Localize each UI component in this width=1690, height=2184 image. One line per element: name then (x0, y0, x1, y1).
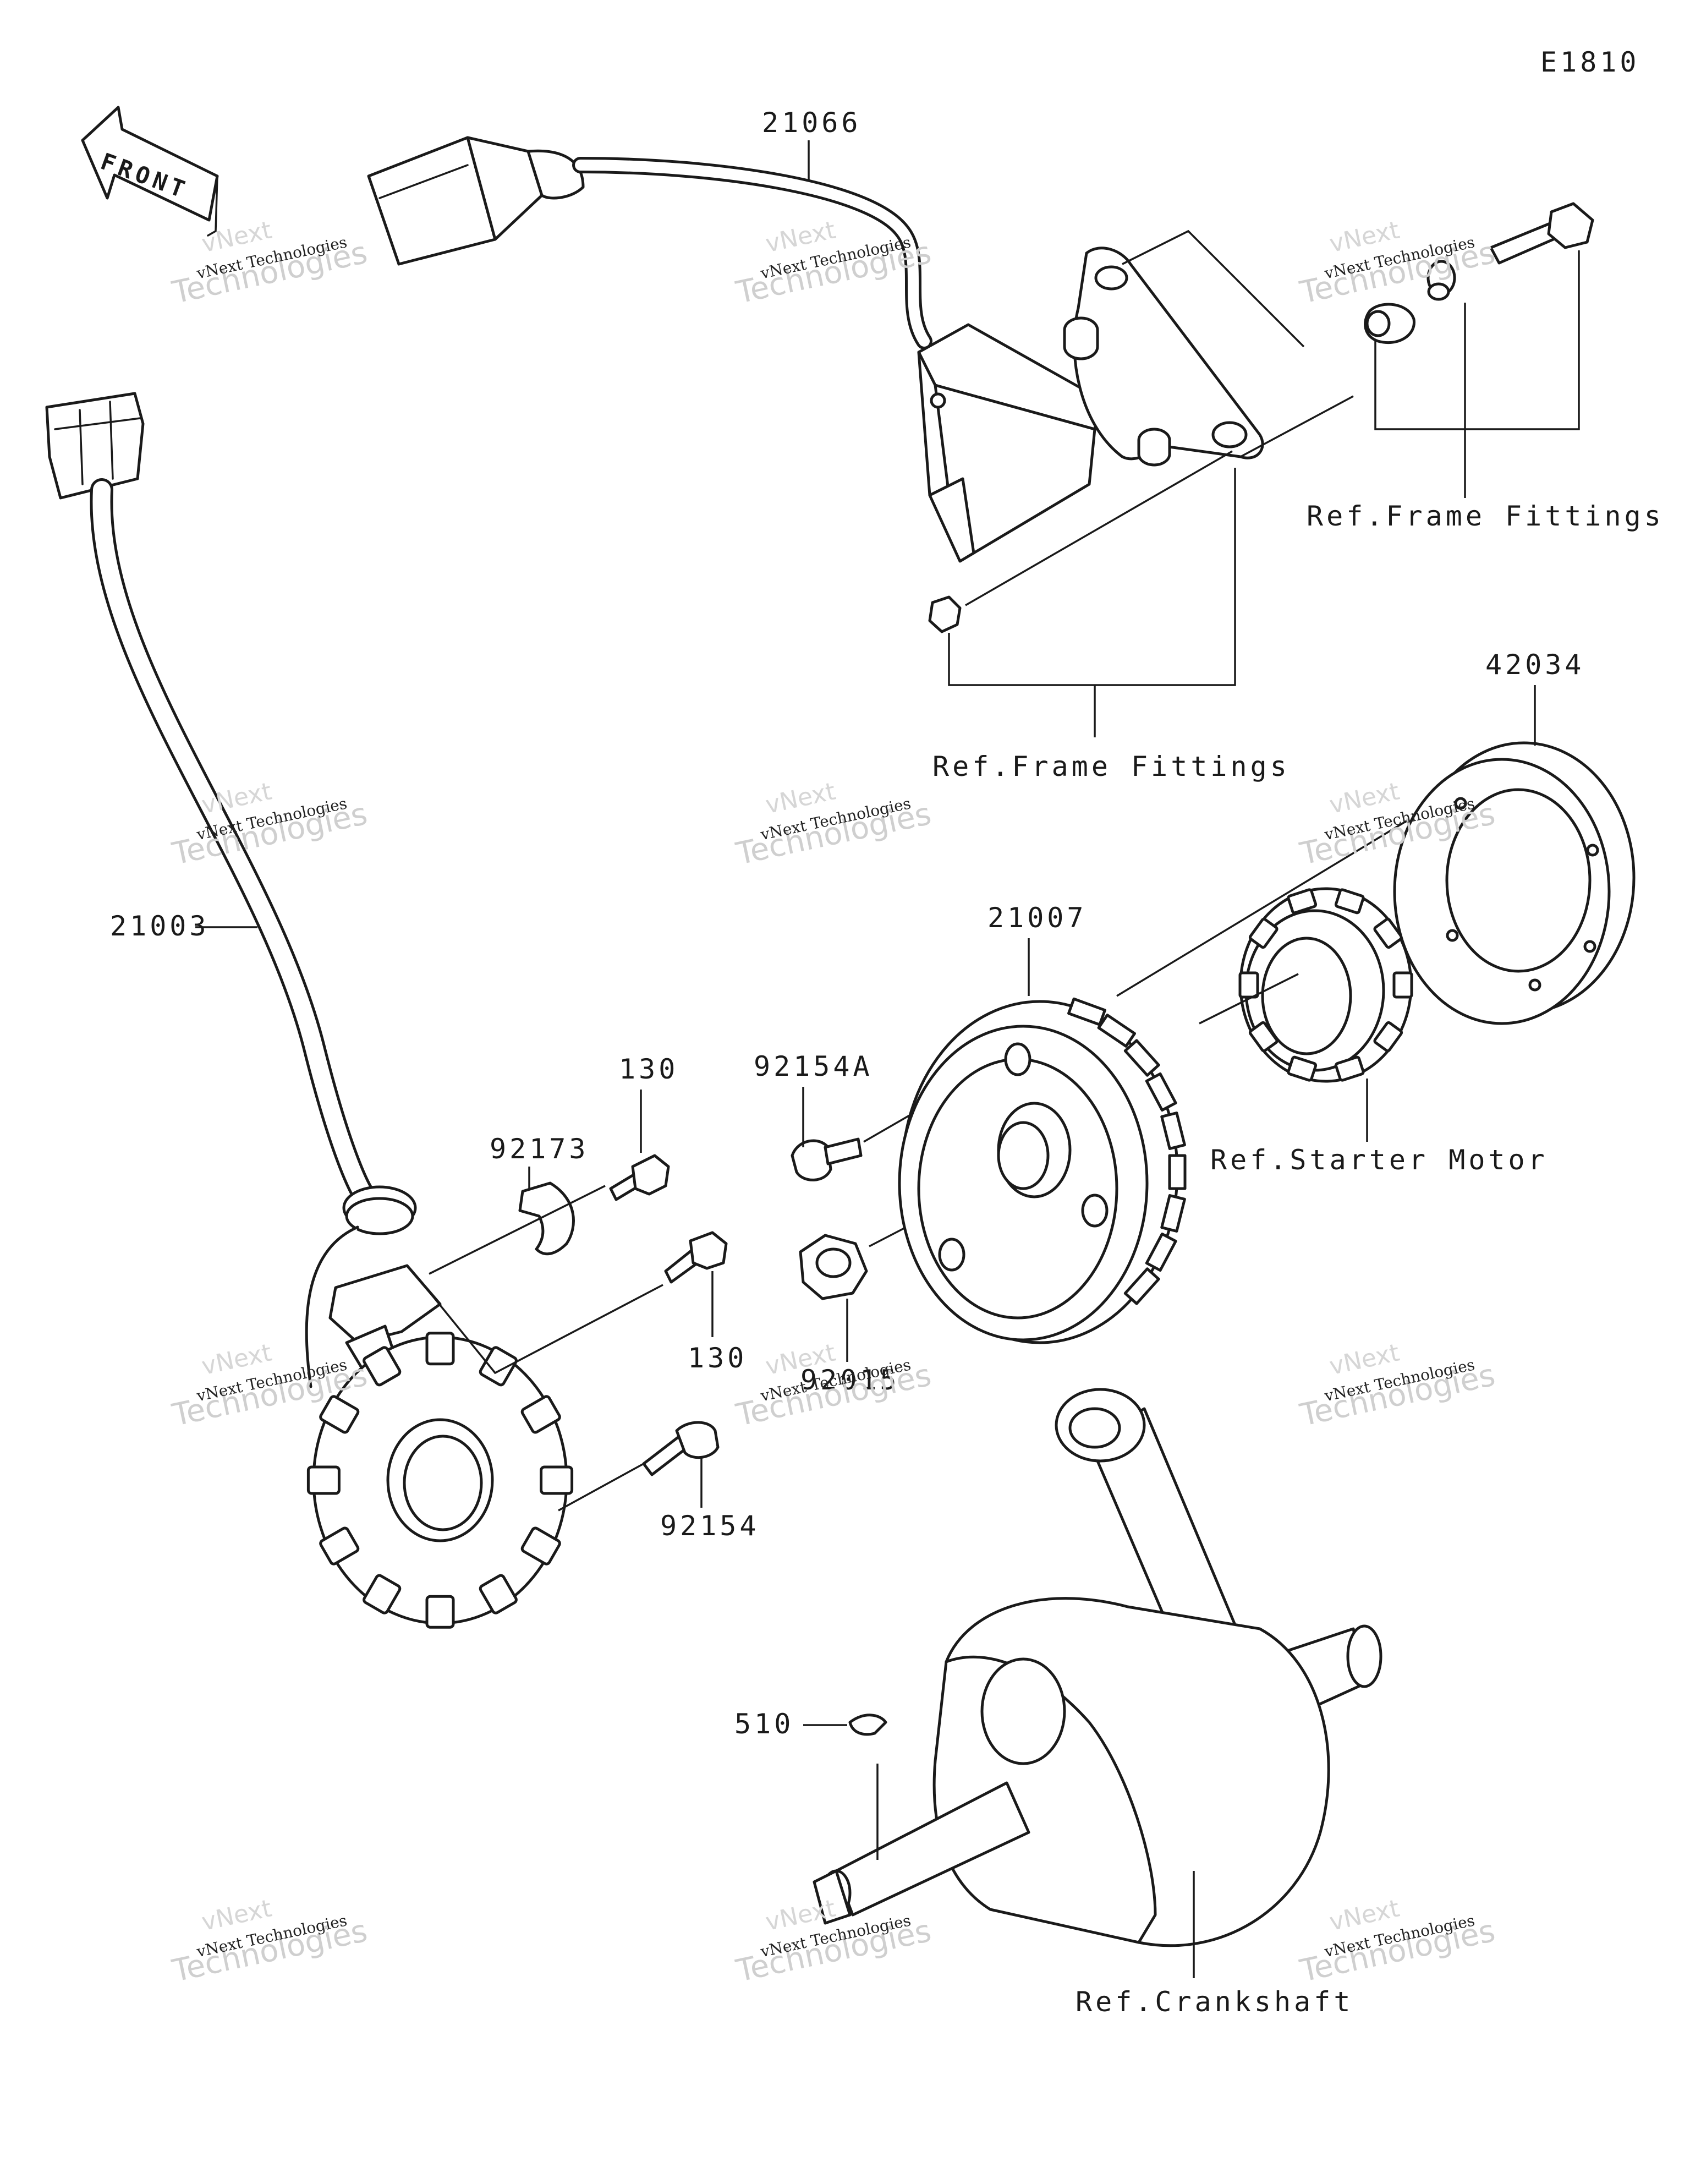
rotor-magnet (1067, 997, 1106, 1026)
clutch-rollers (1238, 888, 1413, 1082)
screw-92154A (791, 1137, 863, 1181)
part-number-130-mid: 130 (688, 1342, 747, 1374)
rotor-magnet (1123, 1267, 1160, 1305)
stator-pole (520, 1395, 561, 1434)
stator-pole (540, 1465, 574, 1495)
stator-pole (425, 1332, 455, 1366)
mounting-bracket (1063, 247, 1264, 467)
stator-pole (319, 1526, 360, 1566)
part-number-92154: 92154 (660, 1510, 760, 1542)
nut-small (928, 595, 962, 633)
bolt-130-top (609, 1154, 670, 1201)
clutch-roller (1334, 888, 1365, 915)
harness-21066 (367, 136, 1102, 563)
woodruff-key-510 (848, 1714, 887, 1736)
clutch-roller (1287, 888, 1318, 915)
part-number-92015: 92015 (800, 1364, 900, 1396)
rotor-magnet (1145, 1232, 1177, 1272)
clamp-92173 (518, 1181, 575, 1256)
stator-pole (363, 1346, 402, 1387)
rotor-magnet (1160, 1194, 1186, 1233)
stator-pole (479, 1346, 518, 1387)
clutch-roller (1373, 1021, 1403, 1053)
part-number-92154A: 92154A (754, 1050, 873, 1082)
rotor-magnets (1067, 997, 1187, 1305)
bolt-92154 (642, 1421, 720, 1476)
plate-42034 (1393, 741, 1636, 1025)
part-number-21003: 21003 (110, 910, 210, 942)
stator-harness-21003 (45, 392, 568, 1625)
rotor-magnet (1145, 1072, 1177, 1112)
stator-pole (306, 1465, 341, 1495)
clutch-roller (1238, 971, 1259, 999)
stator-poles (306, 1332, 574, 1629)
part-number-21007: 21007 (987, 902, 1087, 934)
stator-pole (520, 1526, 561, 1566)
rotor-magnet (1123, 1039, 1160, 1077)
ref-frame-fittings-center: Ref.Frame Fittings (932, 751, 1290, 782)
stator-pole (319, 1395, 360, 1434)
clutch-roller (1248, 1021, 1279, 1053)
rotor-21007 (898, 1000, 1179, 1344)
front-arrow-icon: FRONT (81, 106, 219, 237)
part-number-130-top: 130 (619, 1053, 678, 1085)
part-number-510: 510 (734, 1708, 794, 1740)
ref-crankshaft: Ref.Crankshaft (1076, 1986, 1353, 2018)
clutch-roller (1287, 1055, 1318, 1082)
part-number-92173: 92173 (490, 1133, 589, 1165)
clutch-roller (1392, 971, 1413, 999)
bolt-long (1489, 202, 1594, 265)
ref-frame-fittings-right: Ref.Frame Fittings (1307, 500, 1664, 532)
stator-pole (479, 1574, 518, 1614)
bolt-130-mid (664, 1231, 728, 1284)
crankshaft (813, 1388, 1382, 1947)
nut-92015 (799, 1234, 868, 1300)
stator-pole (425, 1595, 455, 1629)
rotor-magnet (1168, 1154, 1187, 1190)
part-number-42034: 42034 (1485, 649, 1585, 681)
clutch-roller (1334, 1055, 1365, 1082)
stator-pole (363, 1574, 402, 1614)
rotor-magnet (1097, 1014, 1136, 1048)
part-number-21066: 21066 (762, 107, 862, 139)
ref-starter-motor: Ref.Starter Motor (1210, 1144, 1548, 1176)
starter-clutch (1239, 887, 1413, 1083)
rotor-magnet (1160, 1112, 1186, 1151)
diagram-code: E1810 (1540, 46, 1640, 78)
clutch-roller (1248, 917, 1279, 949)
clutch-roller (1373, 917, 1403, 949)
